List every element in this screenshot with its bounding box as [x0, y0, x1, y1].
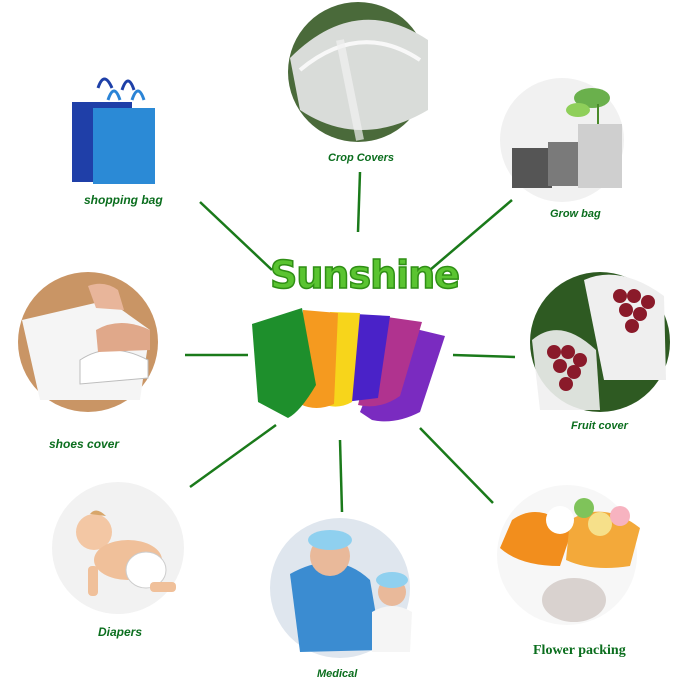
connector-lines [185, 171, 516, 513]
connector-medical [338, 439, 344, 513]
label-medical: Medical [317, 668, 358, 680]
label-shopping-bag: shopping bag [84, 193, 163, 207]
label-flower-packing: Flower packing [533, 643, 626, 658]
connector-crop-covers [356, 171, 362, 233]
label-fruit-cover: Fruit cover [571, 420, 628, 432]
grow-bag-image [500, 78, 624, 202]
connector-shopping-bag [199, 201, 273, 271]
label-grow-bag: Grow bag [550, 208, 601, 220]
crop-covers-image [288, 2, 428, 142]
connector-flower-packing [419, 427, 494, 504]
connector-diapers [189, 423, 277, 489]
shoes-cover-image [18, 272, 158, 412]
label-shoes-cover: shoes cover [49, 437, 120, 451]
label-diapers: Diapers [98, 625, 143, 639]
fabric-swatches [252, 308, 445, 422]
swatch-green [252, 308, 316, 418]
label-crop-covers: Crop Covers [328, 152, 395, 164]
connector-grow-bag [429, 199, 513, 271]
shopping-bag-image [72, 77, 155, 184]
flower-packing-image [497, 485, 640, 625]
connector-fruit-cover [452, 353, 516, 359]
medical-image [270, 518, 412, 658]
fruit-cover-image [530, 272, 670, 412]
diapers-image [52, 482, 184, 614]
brand-title: Sunshine [269, 252, 461, 298]
